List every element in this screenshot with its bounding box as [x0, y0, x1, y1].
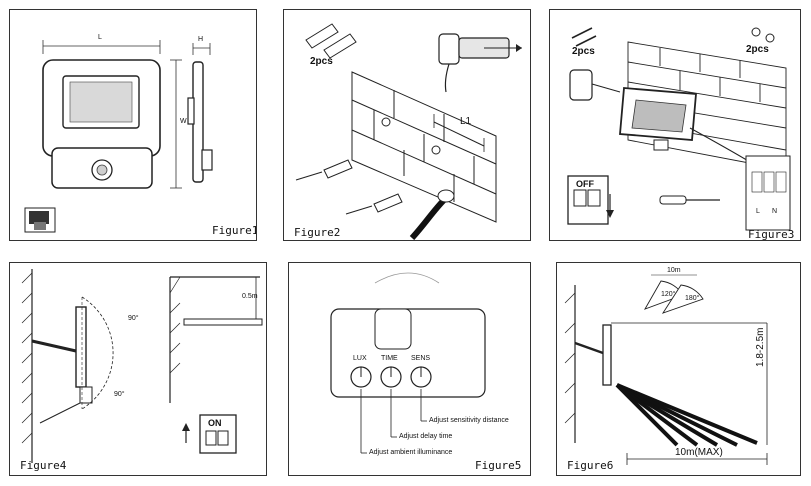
drilling-wall-diagram [295, 23, 522, 240]
dim-width-label: W [180, 118, 187, 125]
drill-icon [438, 33, 510, 93]
figure1-panel: L W H Figure1 [9, 9, 257, 241]
screws-quantity: 2pcs [572, 46, 595, 57]
figure3-panel: 2pcs 2pcs OFF L N Figure3 [549, 9, 801, 241]
floodlight-mounted [619, 87, 697, 151]
max-distance-label: 10m(MAX) [675, 447, 723, 458]
figure2-caption: Figure2 [294, 226, 341, 239]
figure5-caption: Figure5 [475, 459, 522, 472]
figure4-panel: 90° 90° 0.5m ON Figure4 [9, 262, 267, 476]
note-delay: Adjust delay time [399, 433, 453, 440]
detection-range-diagram [564, 274, 768, 465]
mount-height-label: 1.8-2.5m [755, 327, 766, 367]
figure2-panel: 2pcs L1 Figure2 [283, 9, 531, 241]
angle-top-label: 90° [128, 315, 139, 322]
spacing-l1-label: L1 [460, 116, 472, 127]
plugs-quantity-fig3: 2pcs [746, 44, 769, 55]
knob-sens[interactable] [410, 366, 432, 388]
wiring-label-n: N [772, 208, 778, 215]
switch-on-label: ON [208, 418, 222, 428]
figure1-caption: Figure1 [212, 224, 257, 237]
figure6-panel: 10m 120° 180° 1.8-2.5m 10m(MAX) Figure6 [556, 262, 801, 476]
knob-time[interactable] [380, 366, 402, 388]
knob-lux[interactable] [350, 366, 372, 388]
figure6-caption: Figure6 [567, 459, 614, 472]
dim-height-label: H [198, 36, 204, 43]
floodlight-dimension-drawing [24, 40, 213, 233]
height-label-fig4: 0.5m [242, 293, 258, 300]
mounting-wiring-diagram [567, 27, 791, 231]
top-distance-label: 10m [667, 267, 681, 274]
knob-time-label: TIME [381, 355, 398, 362]
knob-sens-label: SENS [411, 355, 431, 362]
wiring-label-l: L [756, 208, 760, 215]
note-illuminance: Adjust ambient illuminance [369, 449, 453, 456]
sensor-knobs-diagram [330, 272, 486, 454]
switch-off-label: OFF [576, 179, 594, 189]
figure4-caption: Figure4 [20, 459, 67, 472]
plugs-quantity: 2pcs [310, 56, 333, 67]
angle-b-label: 180° [685, 295, 700, 302]
angle-a-label: 120° [661, 291, 676, 298]
knob-lux-label: LUX [353, 355, 367, 362]
note-sensitivity: Adjust sensitivity distance [429, 417, 509, 424]
figure5-panel: LUX TIME SENS Adjust sensitivity distanc… [288, 262, 531, 476]
led-matrix [69, 81, 133, 123]
angle-bottom-label: 90° [114, 391, 125, 398]
tilt-angle-diagram [21, 269, 263, 463]
screwdriver-icon [659, 195, 720, 205]
dim-length-label: L [98, 34, 102, 41]
figure3-caption: Figure3 [748, 228, 795, 241]
thumbnail-product-icon [24, 207, 56, 233]
